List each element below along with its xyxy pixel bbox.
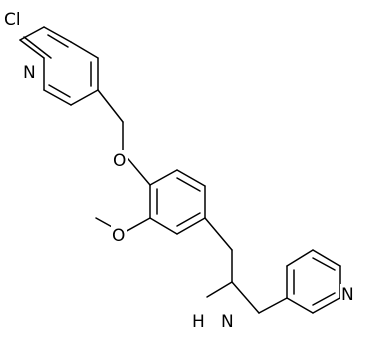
bond — [312, 297, 341, 314]
label-mask — [220, 311, 236, 331]
bond — [312, 249, 341, 267]
chlorine-atom-label: Cl — [4, 10, 21, 30]
bond — [23, 36, 52, 59]
bond — [70, 89, 99, 106]
bond — [286, 249, 314, 267]
methoxy-oxygen-label: O — [112, 226, 125, 246]
label-mask — [2, 8, 26, 30]
pyridine-nitrogen-label: N — [23, 63, 36, 83]
bond — [43, 26, 72, 43]
bond — [176, 169, 206, 187]
bond — [149, 217, 178, 235]
bond — [19, 39, 45, 59]
bond — [43, 89, 72, 106]
bonds — [19, 26, 341, 314]
pyridine-3-yl-nitrogen-label: N — [341, 285, 354, 305]
bond — [48, 84, 71, 98]
bond — [97, 89, 124, 123]
amine-hydrogen-label: H — [192, 312, 205, 332]
bond — [149, 169, 178, 186]
bond — [47, 34, 69, 48]
ether-oxygen-label: O — [113, 151, 126, 171]
bond — [312, 292, 336, 306]
bond — [176, 177, 201, 192]
bond — [231, 281, 260, 314]
label-mask — [191, 311, 206, 331]
bond — [286, 297, 314, 314]
bond — [258, 297, 288, 314]
amine-nitrogen-label: N — [221, 312, 234, 332]
bond — [176, 217, 206, 235]
bond — [204, 217, 233, 251]
bond — [312, 257, 336, 271]
label-mask — [22, 62, 36, 82]
atom-labels: Cl N O O H N N — [2, 8, 356, 332]
bond — [176, 212, 201, 227]
label-mask — [111, 225, 127, 245]
label-mask — [340, 284, 356, 304]
bond — [206, 281, 233, 298]
label-mask — [112, 150, 128, 170]
bond — [70, 41, 99, 59]
bond — [122, 217, 151, 234]
